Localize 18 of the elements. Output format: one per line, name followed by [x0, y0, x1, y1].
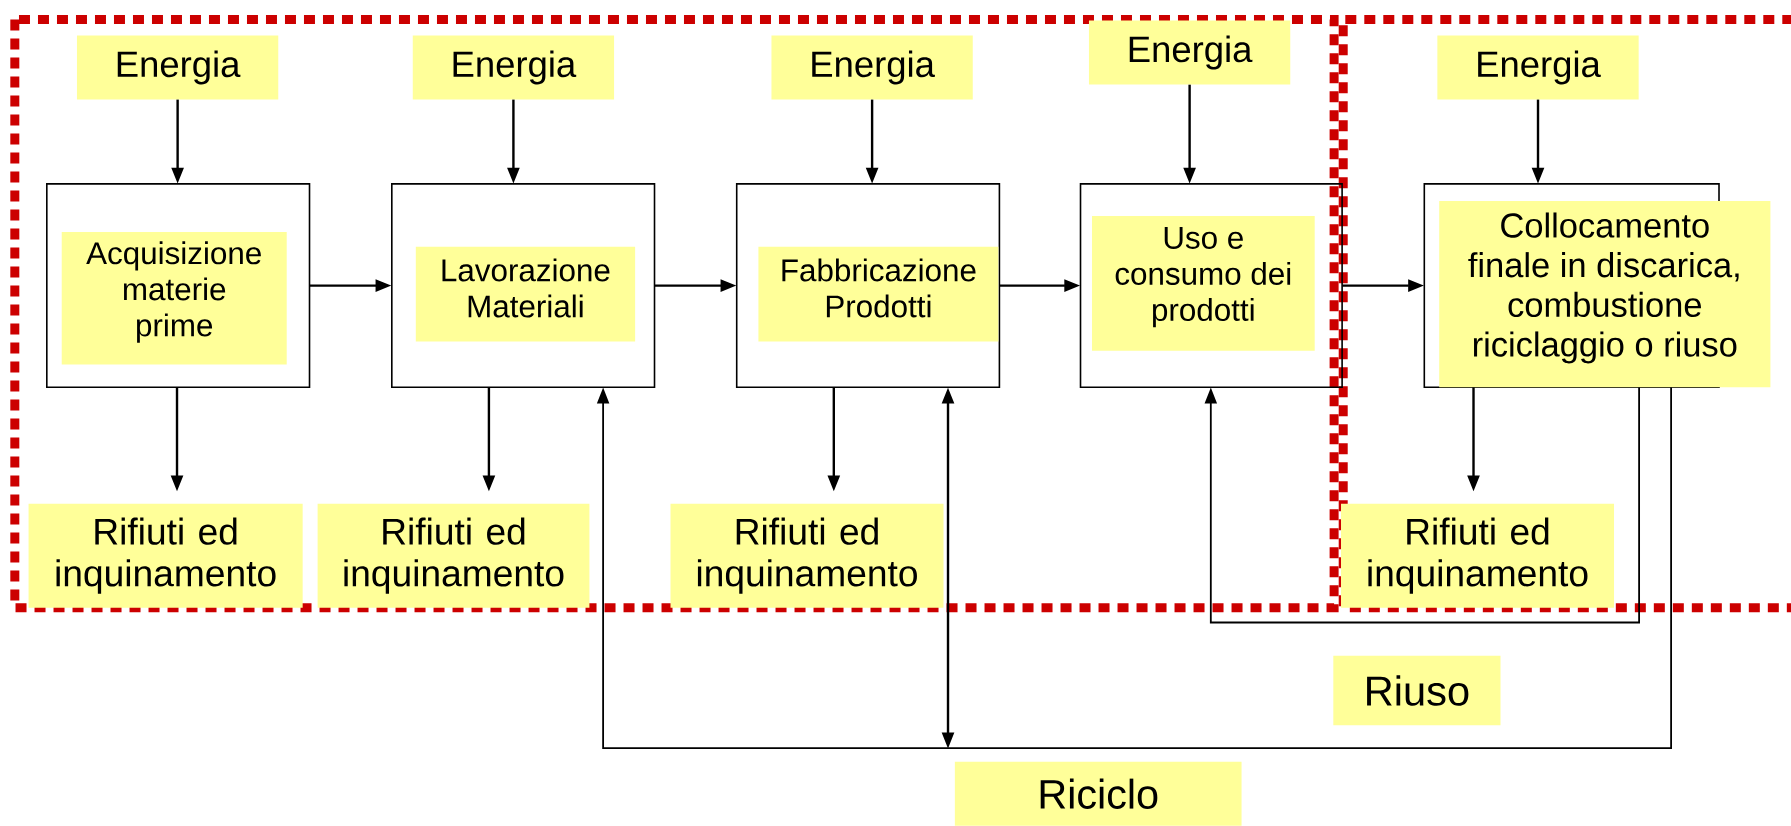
label-box: Energia: [1437, 35, 1639, 100]
arrow: [596, 386, 1672, 750]
label-box: Rifiuti ed inquinamento: [1341, 503, 1614, 608]
label-box: Rifiuti ed inquinamento: [28, 503, 303, 608]
process-box: Lavorazione Materiali: [391, 183, 656, 388]
label-box: Rifiuti ed inquinamento: [670, 503, 944, 608]
label-box: Riciclo: [954, 761, 1242, 826]
label-box: Energia: [771, 35, 973, 100]
process-box: Fabbricazione Prodotti: [735, 183, 1001, 388]
process-box: Uso e consumo dei prodotti: [1079, 183, 1343, 388]
label-box: Energia: [1088, 20, 1291, 85]
label-box: Energia: [76, 35, 279, 100]
label-box: Riuso: [1333, 655, 1501, 726]
arrow: [1204, 386, 1640, 624]
label-box: Rifiuti ed inquinamento: [317, 503, 590, 608]
process-box: Acquisizione materie prime: [46, 183, 311, 388]
label-box: Energia: [412, 35, 615, 100]
process-box: Collocamento finale in discarica, combustione riciclaggio o riuso: [1423, 183, 1771, 388]
